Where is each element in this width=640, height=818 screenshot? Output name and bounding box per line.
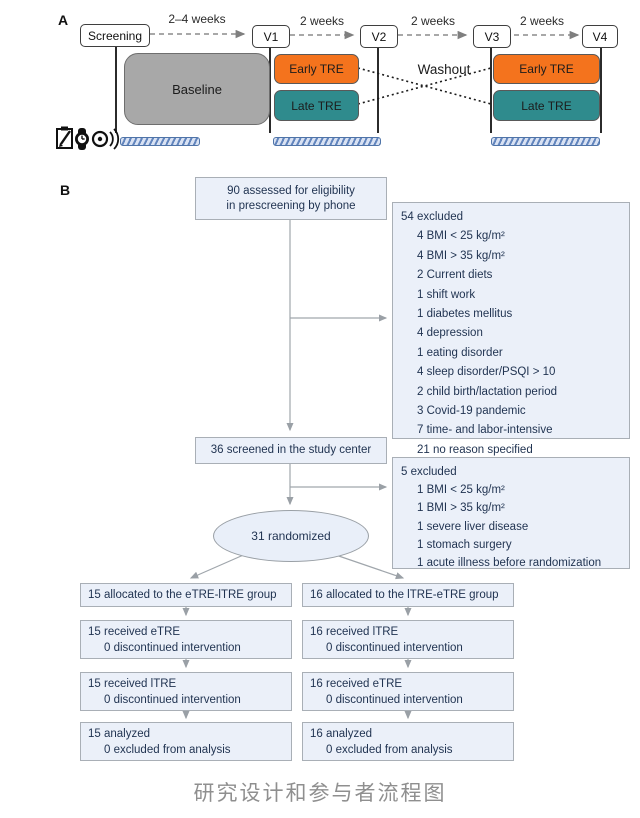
step-box-left-2: 15 received lTRE 0 discontinued interven… <box>80 672 292 711</box>
screening-box: Screening <box>80 24 150 47</box>
baseline-box: Baseline <box>124 53 270 125</box>
excluded2-title: 5 excluded <box>401 466 457 478</box>
step-line1: 15 received eTRE <box>88 626 181 638</box>
exclusion-item: 1 shift work <box>417 288 476 301</box>
washout-label: Washout <box>417 62 471 77</box>
step-box-right-1: 16 received lTRE 0 discontinued interven… <box>302 620 514 659</box>
visit-box-v1: V1 <box>252 25 290 48</box>
step-box-right-3: 16 analyzed 0 excluded from analysis <box>302 722 514 761</box>
step-line2: 0 discontinued intervention <box>326 642 463 654</box>
visit-box-v3: V3 <box>473 25 511 48</box>
interval-label-1: 2–4 weeks <box>168 12 226 26</box>
step-box-left-3: 15 analyzed 0 excluded from analysis <box>80 722 292 761</box>
exclusion-item: 4 depression <box>417 327 483 340</box>
step-line2: 0 discontinued intervention <box>104 642 241 654</box>
step-line1: 16 received lTRE <box>310 626 399 638</box>
exclusion-item: 4 sleep disorder/PSQI > 10 <box>417 366 556 379</box>
step-line1: 15 analyzed <box>88 728 151 740</box>
exclusion-item: 1 diabetes mellitus <box>417 308 513 321</box>
exclusion-item: 1 stomach surgery <box>417 538 512 551</box>
exclusion-item: 21 no reason specified <box>417 443 533 456</box>
panel-a-label: A <box>58 12 69 28</box>
excluded-box-2: 5 excluded 1 BMI < 25 kg/m² 1 BMI > 35 k… <box>392 457 630 569</box>
figure-caption: 研究设计和参与者流程图 <box>193 782 447 805</box>
eligibility-line1: 90 assessed for eligibility <box>227 184 355 197</box>
exclusion-item: 2 child birth/lactation period <box>417 385 557 398</box>
allocated-box-right: 16 allocated to the lTRE-eTRE group <box>302 583 514 607</box>
step-line2: 0 excluded from analysis <box>104 744 231 756</box>
interval-label-3: 2 weeks <box>410 14 456 28</box>
exclusion-item: 1 BMI < 25 kg/m² <box>417 484 505 497</box>
excluded1-title: 54 excluded <box>401 211 464 223</box>
step-line2: 0 discontinued intervention <box>104 694 241 706</box>
late-tre-box-1: Late TRE <box>274 90 359 121</box>
interval-label-2: 2 weeks <box>299 14 345 28</box>
step-line1: 15 received lTRE <box>88 678 177 690</box>
panel-b-label: B <box>60 182 71 198</box>
eligibility-line2: in prescreening by phone <box>226 199 356 212</box>
step-box-left-1: 15 received eTRE 0 discontinued interven… <box>80 620 292 659</box>
exclusion-item: 4 BMI < 25 kg/m² <box>417 230 505 243</box>
watch-icon <box>75 128 89 150</box>
diary-icon <box>56 126 73 149</box>
step-line2: 0 excluded from analysis <box>326 744 453 756</box>
visit-box-v2: V2 <box>360 25 398 48</box>
exclusion-item: 1 eating disorder <box>417 346 503 359</box>
measurement-icons <box>56 126 120 150</box>
step-box-right-2: 16 received eTRE 0 discontinued interven… <box>302 672 514 711</box>
exclusion-item: 1 acute illness before randomization <box>417 557 602 570</box>
exclusion-item: 1 severe liver disease <box>417 520 529 533</box>
screened-label: 36 screened in the study center <box>210 444 372 456</box>
exclusion-item: 7 time- and labor-intensive <box>417 424 553 437</box>
screened-box: 36 screened in the study center <box>195 437 387 464</box>
interval-label-4: 2 weeks <box>519 14 565 28</box>
measurement-bar-2 <box>273 137 381 146</box>
allocated-box-left: 15 allocated to the eTRE-lTRE group <box>80 583 292 607</box>
step-line1: 16 analyzed <box>310 728 373 740</box>
early-tre-box-1: Early TRE <box>274 54 359 84</box>
exclusion-item: 4 BMI > 35 kg/m² <box>417 249 505 262</box>
step-line1: 16 received eTRE <box>310 678 403 690</box>
visit-box-v4: V4 <box>582 25 618 48</box>
sensor-icon <box>91 128 120 150</box>
exclusion-item: 2 Current diets <box>417 269 493 282</box>
excluded-box-1: 54 excluded 4 BMI < 25 kg/m² 4 BMI > 35 … <box>392 202 630 456</box>
measurement-bar-1 <box>120 137 200 146</box>
measurement-bar-3 <box>491 137 600 146</box>
eligibility-box: 90 assessed for eligibility in prescreen… <box>195 177 387 220</box>
late-tre-box-2: Late TRE <box>493 90 600 121</box>
exclusion-item: 1 BMI > 35 kg/m² <box>417 502 505 515</box>
randomized-ellipse: 31 randomized <box>213 510 369 562</box>
step-line2: 0 discontinued intervention <box>326 694 463 706</box>
early-tre-box-2: Early TRE <box>493 54 600 84</box>
exclusion-item: 3 Covid-19 pandemic <box>417 405 526 418</box>
